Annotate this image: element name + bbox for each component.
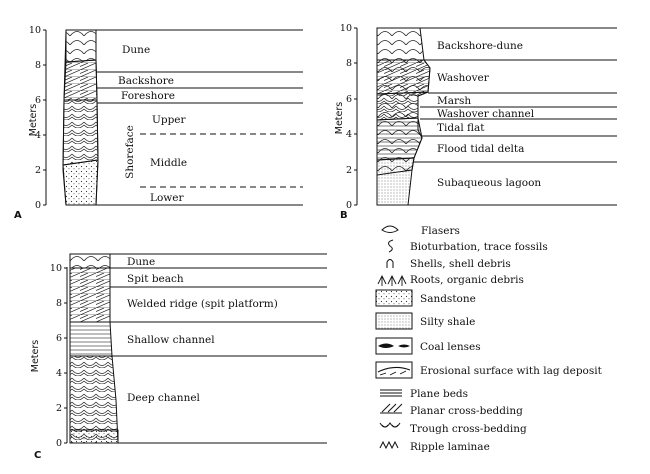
unit-label: Marsh [437, 95, 471, 107]
tick-label: 4 [35, 130, 41, 141]
plane-beds-icon [380, 389, 402, 397]
panel-b-axis-label: Meters [334, 102, 345, 135]
legend-label: Sandstone [420, 293, 476, 305]
legend-label: Shells, shell debris [410, 258, 511, 270]
tick-label: 8 [56, 298, 62, 309]
bioturbation-icon [388, 239, 394, 253]
panel-c-ticks: 0 2 4 6 8 10 [50, 263, 67, 449]
flasers-icon [381, 225, 399, 233]
legend-label: Erosional surface with lag deposit [420, 365, 603, 377]
legend-label: Ripple laminae [410, 441, 490, 453]
unit-label: Washover [437, 72, 490, 84]
legend: Flasers Bioturbation, trace fossils Shel… [375, 225, 603, 453]
sandstone-swatch [375, 289, 413, 307]
legend-label: Bioturbation, trace fossils [410, 241, 548, 253]
panel-c-column [69, 253, 119, 444]
legend-label: Planar cross-bedding [410, 405, 523, 417]
panel-b-boundaries [408, 27, 617, 206]
unit-label: Welded ridge (spit platform) [127, 298, 278, 310]
unit-label: Middle [150, 157, 187, 169]
tick-label: 0 [35, 200, 41, 211]
legend-label: Silty shale [420, 316, 475, 328]
unit-label: Dune [122, 44, 150, 56]
unit-label: Upper [152, 114, 187, 126]
unit-label: Dune [127, 256, 155, 268]
tick-label: 6 [56, 333, 62, 344]
tick-label: 10 [340, 23, 352, 34]
tick-label: 4 [56, 368, 62, 379]
unit-label: Backshore [118, 75, 174, 87]
tick-label: 6 [35, 95, 41, 106]
tick-label: 0 [56, 438, 62, 449]
panel-b: B Meters 0 2 4 6 8 10 [334, 23, 617, 221]
panel-c: C Meters 0 2 4 6 8 10 D [30, 253, 327, 461]
erosional-surface-swatch [375, 361, 413, 379]
coal-lenses-swatch [375, 337, 413, 355]
unit-label: Washover channel [437, 108, 535, 120]
tick-label: 0 [346, 200, 352, 211]
unit-label: Lower [150, 192, 184, 204]
legend-label: Plane beds [410, 388, 468, 400]
tick-label: 6 [346, 94, 352, 105]
unit-label: Flood tidal delta [437, 143, 524, 155]
tick-label: 2 [35, 165, 41, 176]
panel-b-letter: B [340, 210, 348, 221]
tick-label: 10 [50, 263, 62, 274]
legend-label: Flasers [421, 225, 460, 237]
panel-c-letter: C [34, 450, 41, 461]
legend-label: Coal lenses [420, 341, 481, 353]
tick-label: 8 [35, 60, 41, 71]
ripple-laminae-icon [379, 440, 399, 450]
unit-label: Spit beach [127, 273, 184, 285]
legend-label: Roots, organic debris [410, 274, 524, 286]
tick-label: 8 [346, 58, 352, 69]
legend-label: Trough cross-bedding [410, 423, 527, 435]
panel-a: A Meters 0 2 4 6 8 10 [14, 25, 303, 221]
tick-label: 2 [346, 165, 352, 176]
panel-b-column [376, 27, 431, 206]
silty-shale-swatch [375, 312, 413, 330]
tick-label: 4 [346, 129, 352, 140]
tick-label: 2 [56, 403, 62, 414]
panel-a-column [62, 29, 99, 206]
unit-label: Backshore-dune [437, 40, 523, 52]
panel-c-boundaries [110, 253, 327, 444]
panel-a-axis-label: Meters [28, 104, 39, 137]
unit-label: Shallow channel [127, 334, 215, 346]
unit-label: Subaqueous lagoon [437, 177, 541, 189]
planar-cross-bedding-icon [380, 403, 403, 414]
unit-label: Tidal flat [437, 122, 485, 134]
unit-label: Foreshore [121, 90, 175, 102]
panel-a-boundaries [96, 29, 303, 206]
panel-b-ticks: 0 2 4 6 8 10 [340, 23, 357, 211]
panel-a-ticks: 0 2 4 6 8 10 [29, 25, 46, 211]
shell-icon [386, 259, 394, 268]
panel-c-axis-label: Meters [30, 340, 41, 373]
roots-icon [377, 274, 407, 286]
trough-cross-bedding-icon [379, 422, 401, 428]
tick-label: 10 [29, 25, 41, 36]
unit-label: Deep channel [127, 392, 201, 404]
panel-a-letter: A [14, 210, 22, 221]
shoreface-group-label: Shoreface [124, 125, 136, 179]
